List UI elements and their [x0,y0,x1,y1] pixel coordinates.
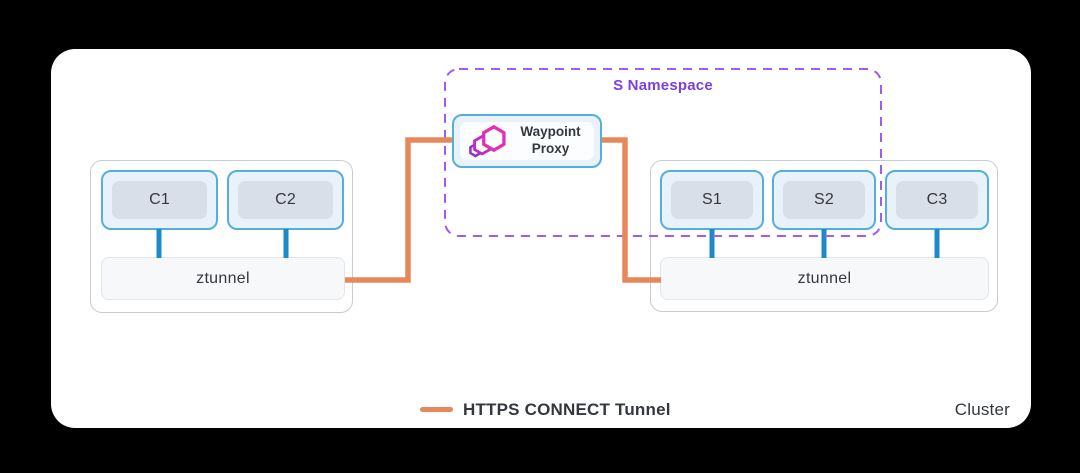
legend-tunnel-line-swatch [420,407,453,412]
legend-tunnel-label: HTTPS CONNECT Tunnel [463,400,671,419]
pod-s2-label: S2 [814,191,834,208]
pod-s1-label: S1 [702,191,722,208]
pod-c2-inner: C2 [238,181,333,219]
ztunnel-left-label: ztunnel [196,269,250,287]
waypoint-proxy-label: Waypoint Proxy [520,124,581,156]
pod-s1: S1 [660,170,764,230]
pod-c3: C3 [885,170,989,230]
waypoint-hexagon-stack-icon [468,124,506,158]
ztunnel-right-label: ztunnel [797,269,852,287]
s-namespace-label: S Namespace [613,77,713,94]
pod-c3-label: C3 [926,191,948,208]
pod-s2: S2 [772,170,876,230]
pod-c1-inner: C1 [112,181,207,219]
hexagon-front [481,124,506,153]
pod-c3-inner: C3 [896,181,978,219]
ztunnel-right: ztunnel [660,257,989,300]
pod-s1-inner: S1 [671,181,753,219]
pod-c1-label: C1 [149,191,170,208]
waypoint-proxy-box: Waypoint Proxy [452,114,602,168]
pod-c1: C1 [101,170,218,230]
pod-s2-inner: S2 [783,181,865,219]
pod-c2: C2 [227,170,344,230]
waypoint-proxy-inner: Waypoint Proxy [460,122,594,160]
pod-c2-label: C2 [275,191,296,208]
cluster-label: Cluster [954,400,1010,419]
ztunnel-left: ztunnel [101,257,345,300]
